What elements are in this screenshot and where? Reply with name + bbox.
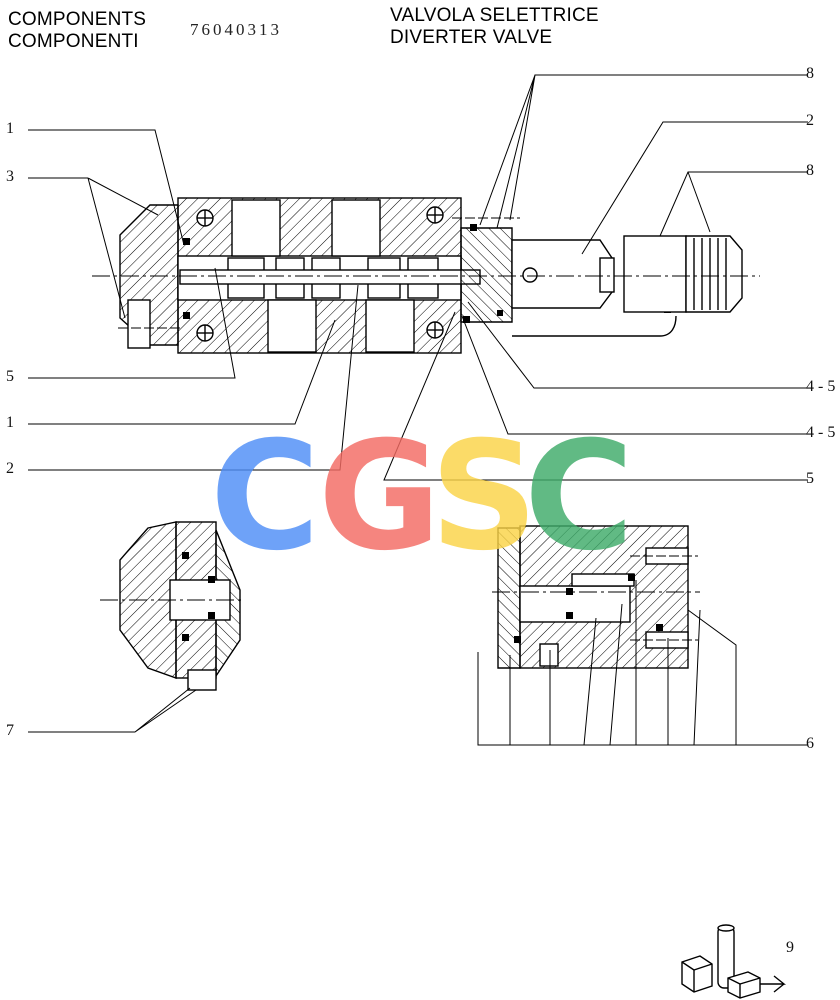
callout-7: 7: [6, 722, 14, 739]
callout-3: 3: [6, 168, 14, 185]
leader-45-a: [467, 301, 808, 389]
callout-2-left: 2: [6, 460, 14, 477]
watermark-letter-4: C: [524, 410, 634, 584]
callout-6: 6: [806, 735, 814, 752]
leader-1-top: [28, 129, 185, 246]
left-cap-plug: [127, 299, 151, 349]
leader-8-right: [659, 171, 808, 237]
spool-rod: [179, 269, 481, 285]
callout-2-right: 2: [806, 112, 814, 129]
leader-2-left: [28, 284, 359, 471]
callout-45-b: 4 - 5: [806, 424, 835, 441]
callout-5-left: 5: [6, 368, 14, 385]
callout-1-top: 1: [6, 120, 14, 137]
right-detail-bore: [519, 585, 631, 623]
leader-45-b: [461, 315, 808, 435]
part-code: 76040313: [190, 20, 282, 39]
lower-chamber-left: [267, 299, 317, 353]
leader-6: [477, 580, 808, 746]
upper-chamber-right: [331, 199, 381, 257]
watermark-letter-2: G: [318, 410, 441, 584]
cgsc-watermark: C G S C: [210, 410, 634, 584]
coil-cap: [685, 235, 743, 313]
leader-5-right: [383, 311, 808, 481]
watermark-letter-3: S: [430, 410, 538, 584]
leader-5-left: [28, 267, 236, 379]
components-label-en: COMPONENTS: [8, 9, 147, 30]
solenoid-adapter: [460, 227, 513, 323]
callout-5-right: 5: [806, 470, 814, 487]
title-english: DIVERTER VALVE: [390, 27, 553, 48]
callout-45-a: 4 - 5: [806, 378, 835, 395]
callout-numbers: 1 3 5 1 2 7 8 2 8 4 - 5 4 - 5 5 6: [6, 65, 835, 752]
coil-wire: [512, 315, 677, 337]
coil-cap-ribs: [693, 238, 727, 310]
parts-logo-icon: [681, 924, 786, 999]
page-number: 9: [786, 939, 794, 956]
side-cap-detail: [100, 521, 242, 691]
callout-8-right: 8: [806, 162, 814, 179]
leader-7: [28, 687, 197, 733]
solenoid-nut: [599, 257, 615, 293]
upper-chamber-left: [231, 199, 281, 257]
title-italian: VALVOLA SELETTRICE: [390, 5, 599, 26]
leader-3: [28, 177, 159, 319]
components-label-it: COMPONENTI: [8, 31, 139, 52]
lower-chamber-right: [365, 299, 415, 353]
solenoid-coil: [623, 235, 687, 313]
leader-2-right: [581, 121, 808, 255]
solenoid-port: [522, 267, 538, 283]
side-cap-bolt: [187, 669, 217, 691]
callout-1-mid: 1: [6, 414, 14, 431]
port-markers: [196, 206, 444, 342]
leader-1-mid: [28, 319, 336, 425]
leader-8-top: [479, 74, 808, 229]
watermark-letter-1: C: [210, 410, 320, 584]
main-valve-assembly: [92, 197, 760, 354]
callout-8-top: 8: [806, 65, 814, 82]
right-detail-nut: [539, 643, 559, 667]
right-section-detail: [492, 525, 700, 669]
leader-lines: [28, 74, 808, 746]
